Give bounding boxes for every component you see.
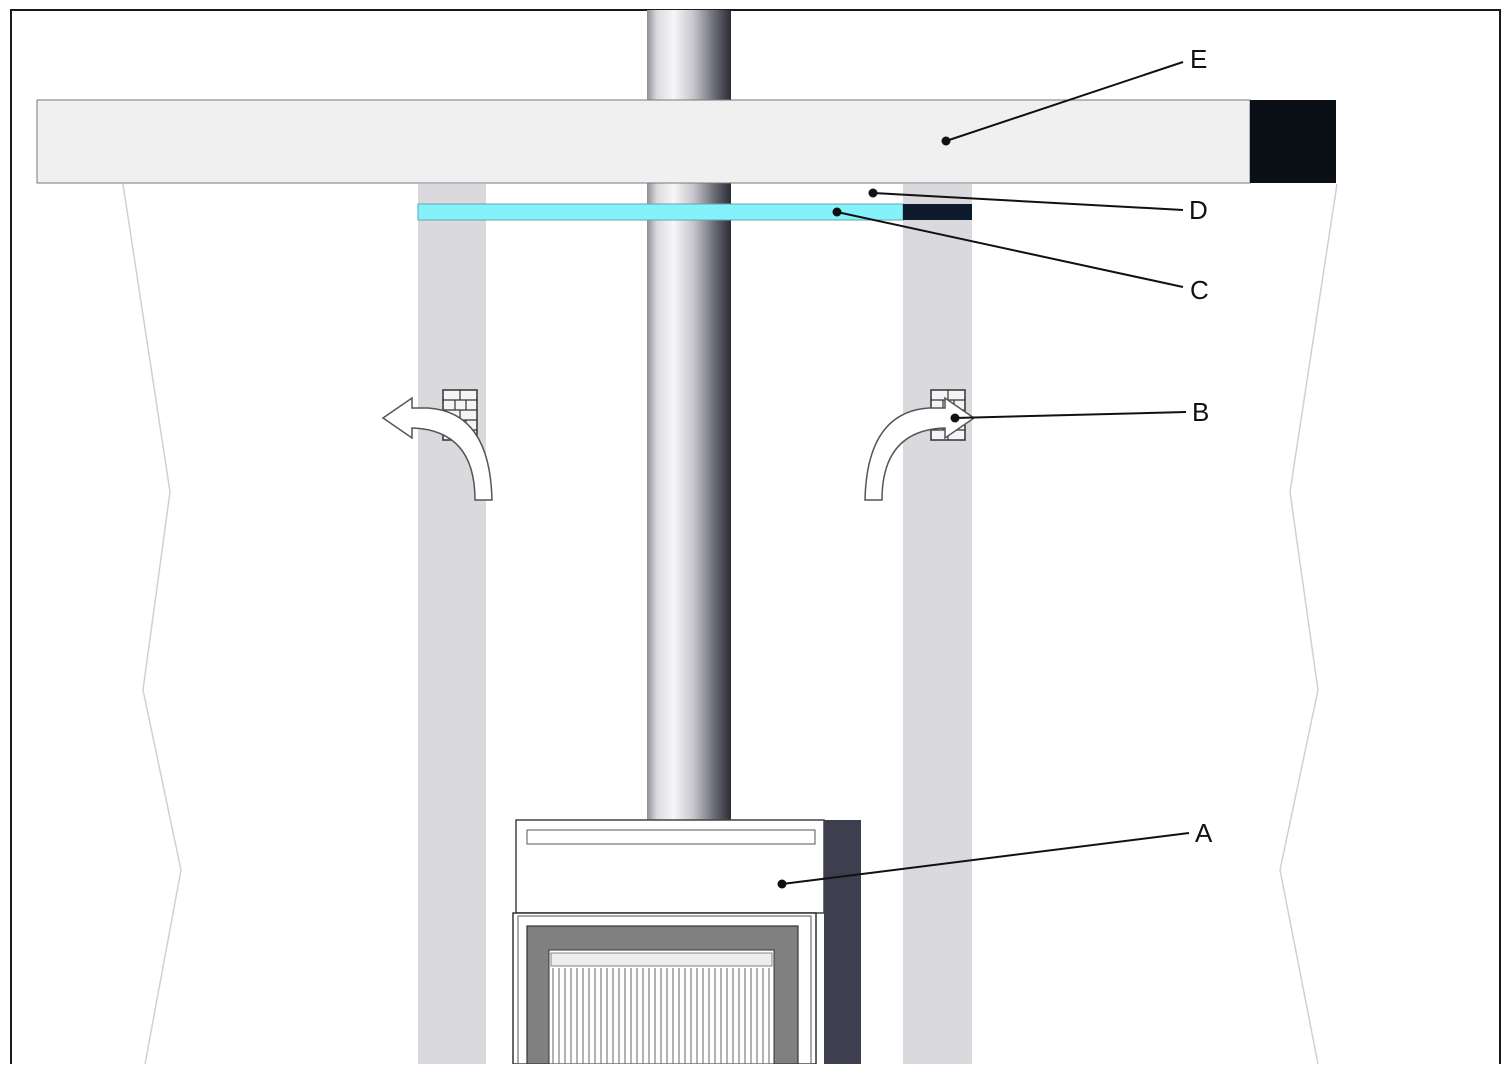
insulation-board-end bbox=[903, 204, 972, 220]
leader-line-b bbox=[954, 411, 1187, 419]
leader-line-d bbox=[872, 192, 1184, 211]
leader-dots bbox=[777, 136, 960, 889]
stove bbox=[512, 819, 861, 1065]
stove-top-rail bbox=[526, 829, 816, 845]
wall-break-line-left bbox=[122, 183, 182, 1065]
leader-dot-a bbox=[777, 879, 787, 889]
label-a: A bbox=[1195, 818, 1213, 848]
ceiling-beam-end bbox=[1250, 100, 1336, 183]
label-c: C bbox=[1190, 275, 1209, 305]
leader-lines bbox=[781, 61, 1190, 885]
leader-line-e bbox=[945, 61, 1184, 142]
leader-dot-e bbox=[941, 136, 951, 146]
insulation-board bbox=[417, 203, 904, 221]
label-b: B bbox=[1192, 397, 1209, 427]
leader-line-c bbox=[836, 211, 1184, 288]
diagram-frame bbox=[10, 9, 1501, 1069]
label-d: D bbox=[1189, 195, 1208, 225]
enclosure-panel-right bbox=[903, 184, 972, 1064]
label-e: E bbox=[1190, 44, 1207, 74]
leader-dot-d bbox=[868, 188, 878, 198]
leader-line-a bbox=[781, 832, 1190, 885]
airflow-arrow-right bbox=[864, 396, 976, 501]
leader-dot-c bbox=[832, 207, 842, 217]
leader-dot-b bbox=[950, 413, 960, 423]
stove-firebox-slats bbox=[552, 968, 770, 1064]
stove-side-panel bbox=[824, 820, 861, 1064]
ceiling-beam bbox=[36, 99, 1251, 184]
wall-break-line-right bbox=[1279, 183, 1338, 1065]
stove-glass-top-bar bbox=[550, 952, 773, 967]
enclosure-panel-left bbox=[418, 184, 486, 1064]
airflow-arrow-left bbox=[381, 396, 493, 501]
